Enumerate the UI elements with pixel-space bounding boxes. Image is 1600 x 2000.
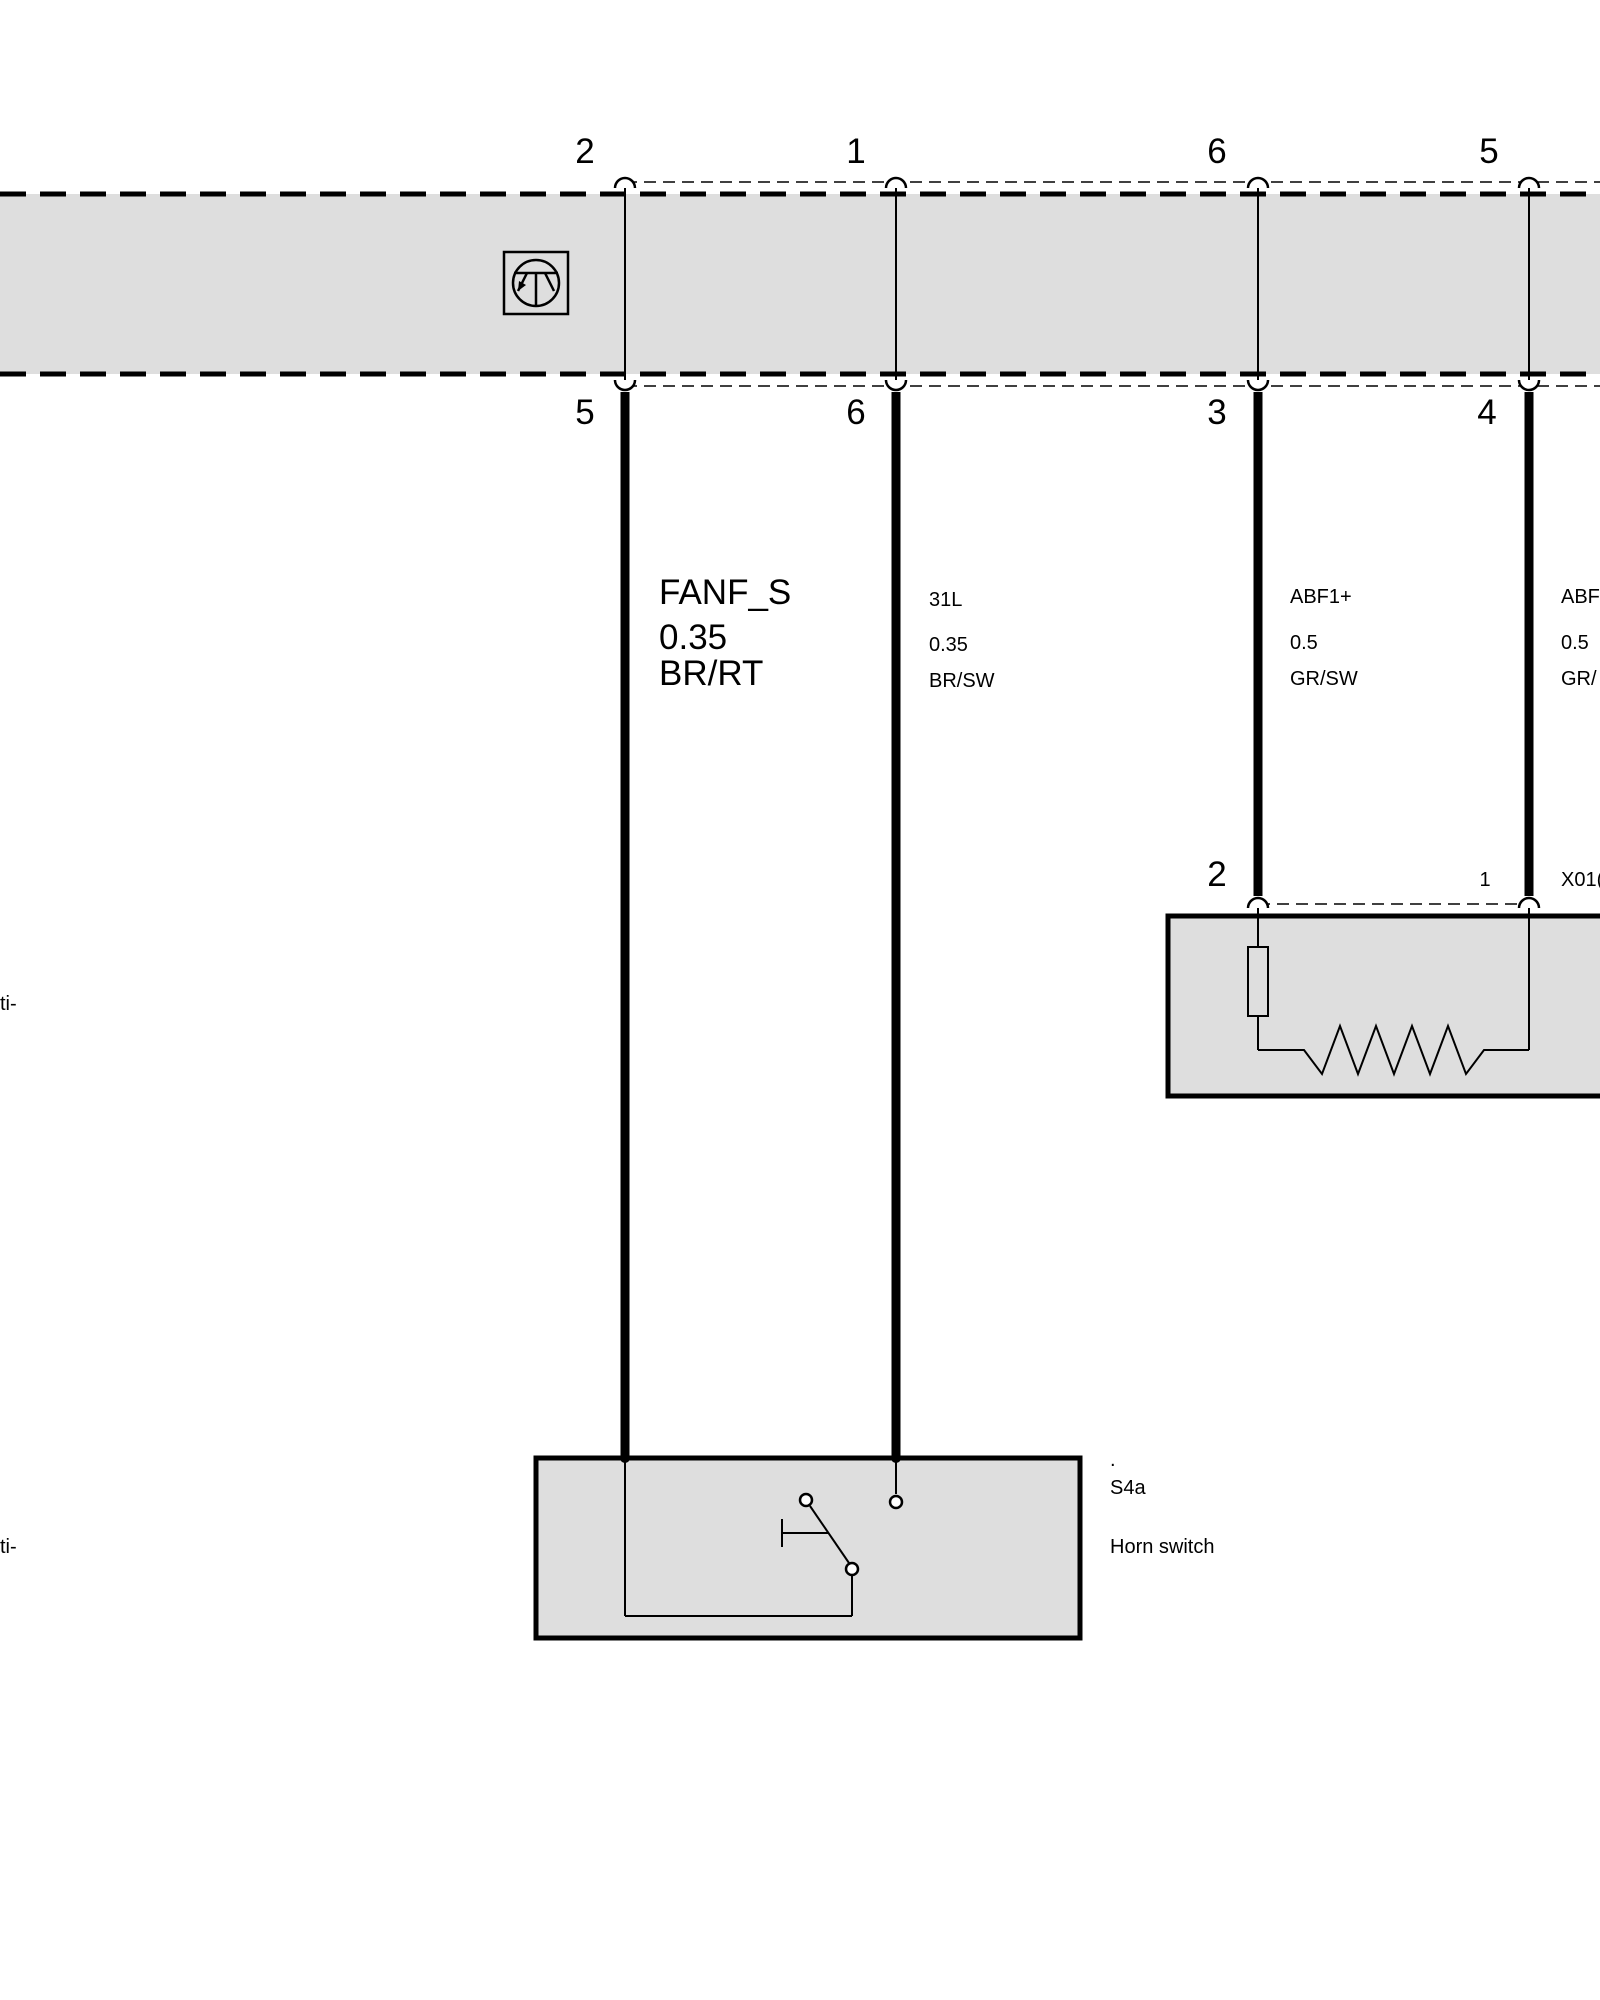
top-control-module	[0, 181, 1600, 387]
pin-number-bottom-1: 5	[575, 393, 594, 432]
left-edge-label-fragment: ti-	[0, 1536, 17, 1558]
pin-number-top-3: 6	[1207, 132, 1226, 171]
resistor-pin-terminals	[1246, 896, 1541, 909]
wire-signal-31l: 31L	[929, 589, 962, 611]
wires	[620, 392, 1534, 1458]
left-edge-label-fragment: ti-	[0, 993, 17, 1015]
wire-gauge-31l: 0.35	[929, 634, 968, 656]
terminal-top-pin-1	[884, 176, 908, 189]
top-pin-numbers: 2 1 6 5	[575, 132, 1498, 171]
wire-color-31l: BR/SW	[929, 670, 995, 692]
terminal-bottom-pin-3	[1246, 379, 1270, 392]
terminal-bottom-pin-6	[884, 379, 908, 392]
terminal-top-pin-5	[1517, 176, 1541, 189]
switch-contact-icon	[888, 1494, 904, 1510]
bottom-pin-numbers: 5 6 3 4	[575, 393, 1496, 432]
transistor-symbol-icon	[502, 250, 570, 316]
terminal-top-pin-2	[613, 176, 637, 189]
wire-label-abf: ABF 0.5 GR/	[1561, 586, 1600, 690]
pin-number-bottom-3: 3	[1207, 393, 1226, 432]
horn-switch-id: S4a	[1110, 1477, 1146, 1499]
terminal-bottom-pin-5	[613, 379, 637, 392]
horn-switch-name: Horn switch	[1110, 1536, 1214, 1558]
horn-switch-module: . S4a Horn switch	[533, 1449, 1214, 1641]
terminal-resistor-pin-1	[1517, 896, 1541, 909]
heating-element-icon	[1258, 1023, 1529, 1077]
resistor-pin-number-left: 2	[1207, 855, 1226, 894]
wire-signal-fanf-s: FANF_S	[659, 573, 791, 612]
wire-signal-abf1-plus: ABF1+	[1290, 586, 1352, 608]
wire-gauge-abf: 0.5	[1561, 632, 1589, 654]
pin-number-bottom-2: 6	[846, 393, 865, 432]
switch-contact-icon	[798, 1492, 814, 1508]
wire-label-abf1-plus: ABF1+ 0.5 GR/SW	[1290, 586, 1358, 690]
resistor-internal-circuit	[1247, 908, 1530, 1077]
horn-switch-internal-circuit	[624, 1458, 904, 1617]
wire-color-fanf-s: BR/RT	[659, 654, 763, 693]
push-switch-lever-icon	[809, 1505, 850, 1564]
wire-gauge-fanf-s: 0.35	[659, 618, 727, 657]
resistor-pin-number-right: 1	[1479, 869, 1490, 891]
wire-gauge-abf1-plus: 0.5	[1290, 632, 1318, 654]
top-pin-terminals	[613, 176, 1541, 189]
terminal-bottom-pin-4	[1517, 379, 1541, 392]
wire-color-abf1-plus: GR/SW	[1290, 668, 1358, 690]
wire-label-fanf-s: FANF_S 0.35 BR/RT	[659, 573, 791, 693]
terminal-resistor-pin-2	[1246, 896, 1270, 909]
pin-number-top-4: 5	[1479, 132, 1498, 171]
wire-signal-abf: ABF	[1561, 586, 1600, 608]
bottom-pin-terminals	[613, 379, 1541, 392]
resistor-module-body	[1165, 913, 1600, 1099]
horn-switch-body	[533, 1455, 1083, 1641]
module-internal-lines	[624, 188, 1530, 380]
resistor-connector-label: X01(	[1561, 869, 1600, 891]
wire-label-31l: 31L 0.35 BR/SW	[929, 589, 995, 692]
switch-contact-icon	[844, 1561, 860, 1577]
pin-number-bottom-4: 4	[1477, 393, 1496, 432]
top-module-body	[0, 194, 1600, 374]
resistor-module: 2 1 X01(	[1165, 855, 1600, 1099]
pin-number-top-1: 2	[575, 132, 594, 171]
wire-color-abf: GR/	[1561, 668, 1597, 690]
terminal-top-pin-6	[1246, 176, 1270, 189]
pin-number-top-2: 1	[846, 132, 865, 171]
horn-switch-dot-marker: .	[1110, 1449, 1116, 1471]
